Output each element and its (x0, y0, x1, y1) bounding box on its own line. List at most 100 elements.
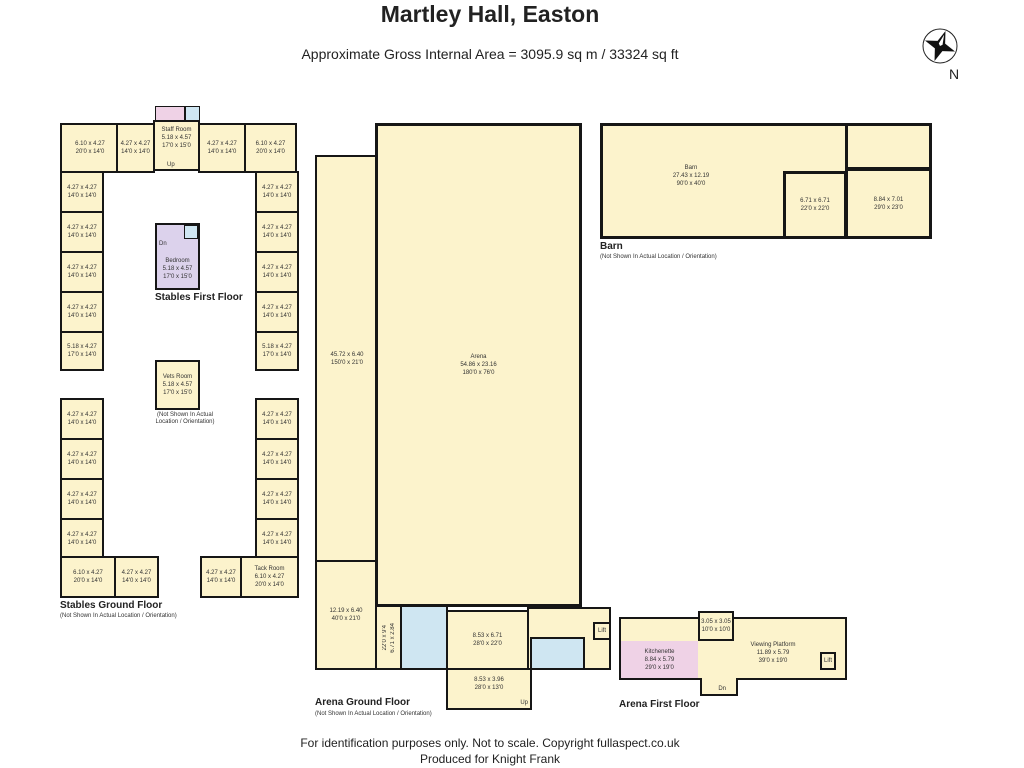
room-metric: 4.27 x 4.27 (67, 305, 97, 311)
page-title: Martley Hall, Easton (380, 1, 600, 27)
staff-room-annex (155, 106, 185, 121)
room-name: Kitchenette (644, 648, 675, 655)
room-metric: 4.27 x 4.27 (67, 225, 97, 231)
room-metric: 4.27 x 4.27 (206, 570, 236, 576)
room-imperial: 14'0 x 14'0 (262, 420, 292, 426)
room-metric: 8.53 x 3.96 (474, 677, 504, 683)
stable-room: 4.27 x 4.27 14'0 x 14'0 (255, 438, 299, 480)
room-imperial: 28'0 x 22'0 (473, 641, 502, 647)
room-imperial: 14'0 x 14'0 (262, 540, 292, 546)
room-imperial: 20'0 x 14'0 (75, 149, 105, 155)
room-metric: 11.89 x 5.79 (756, 649, 790, 656)
barn-label: Barn (600, 241, 623, 252)
room-metric: 4.27 x 4.27 (67, 452, 97, 458)
room-metric: 4.27 x 4.27 (262, 452, 292, 458)
barn-note: (Not Shown In Actual Location / Orientat… (600, 254, 717, 260)
arena-wc-right (530, 637, 585, 670)
stables-ground-floor-note: (Not Shown In Actual Location / Orientat… (60, 613, 177, 619)
footer-disclaimer: For identification purposes only. Not to… (300, 736, 680, 750)
room-name: Bedroom (165, 257, 190, 264)
room-metric: 54.86 x 23.16 (460, 362, 497, 368)
arena-lift: Lift (593, 622, 611, 640)
room-imperial: 90'0 x 40'0 (676, 181, 706, 187)
room-metric: 8.53 x 6.71 (472, 633, 503, 639)
room-metric: 12.19 x 6.40 (329, 608, 363, 614)
room-imperial: 14'0 x 14'0 (67, 420, 97, 426)
room-imperial: 14'0 x 14'0 (67, 273, 97, 279)
bedroom-ensuite (184, 225, 198, 239)
arena-first-floor-label: Arena First Floor (619, 699, 700, 710)
room-imperial: 20'0 x 14'0 (73, 578, 103, 584)
room-metric: 3.05 x 3.05 (701, 619, 731, 625)
room-imperial: 40'0 x 21'0 (331, 616, 361, 622)
room-imperial: 14'0 x 14'0 (262, 460, 292, 466)
arena-hall: 8.53 x 6.71 28'0 x 22'0 (446, 610, 529, 670)
barn-store-upper (845, 123, 932, 170)
room-imperial: 14'0 x 14'0 (206, 578, 236, 584)
room-imperial: 39'0 x 19'0 (758, 657, 788, 664)
room-metric: 5.18 x 4.57 (161, 135, 192, 141)
stair-label: Up (520, 700, 528, 706)
footer-produced-for: Produced for Knight Frank (419, 752, 561, 766)
room-imperial: 22'0 x 22'0 (800, 206, 830, 212)
room-imperial: 17'0 x 15'0 (162, 143, 191, 149)
room-metric: 5.18 x 4.27 (262, 344, 292, 350)
room-imperial: 17'0 x 15'0 (163, 390, 192, 396)
room-metric: 6.71 x 2.84 (389, 622, 396, 653)
room-metric: 4.27 x 4.27 (121, 570, 152, 576)
room-imperial: 22'0 x 9'4 (381, 624, 388, 651)
room-imperial: 14'0 x 14'0 (121, 149, 150, 155)
room-metric: 6.10 x 4.27 (75, 141, 105, 147)
room-imperial: 14'0 x 14'0 (262, 313, 292, 319)
room-metric: 4.27 x 4.27 (207, 141, 237, 147)
room-name: Staff Room (161, 127, 192, 133)
room-metric: 27.43 x 12.19 (672, 173, 710, 179)
lift-label: Lift (823, 658, 832, 664)
room-metric: 4.27 x 4.27 (67, 265, 97, 271)
room-metric: 8.84 x 7.01 (873, 196, 904, 203)
room-imperial: 14'0 x 14'0 (262, 500, 292, 506)
arena-store: 12.19 x 6.40 40'0 x 21'0 (315, 560, 377, 670)
arena-ground-floor-label: Arena Ground Floor (315, 697, 410, 708)
stable-room: 4.27 x 4.27 14'0 x 14'0 (200, 556, 242, 598)
stable-room: 4.27 x 4.27 14'0 x 14'0 (60, 251, 104, 293)
room-metric: 5.18 x 4.57 (162, 265, 193, 272)
room-name: Tack Room (254, 566, 285, 572)
room-imperial: 14'0 x 14'0 (67, 500, 97, 506)
vets-room-note: (Not Shown In Actual Location / Orientat… (155, 412, 215, 425)
room-metric: 4.27 x 4.27 (67, 532, 97, 538)
room-imperial: 14'0 x 14'0 (207, 149, 237, 155)
gross-area: Approximate Gross Internal Area = 3095.9… (301, 46, 679, 62)
stables-ground-floor-label: Stables Ground Floor (60, 600, 163, 611)
room-metric: 6.10 x 4.27 (73, 570, 103, 576)
room-imperial: 180'0 x 76'0 (462, 370, 495, 376)
room-imperial: 29'0 x 19'0 (645, 664, 674, 671)
room-metric: 45.72 x 6.40 (330, 351, 364, 358)
room-metric: 4.27 x 4.27 (262, 185, 292, 191)
room-imperial: 14'0 x 14'0 (67, 313, 97, 319)
staff-room-wc (185, 106, 200, 121)
